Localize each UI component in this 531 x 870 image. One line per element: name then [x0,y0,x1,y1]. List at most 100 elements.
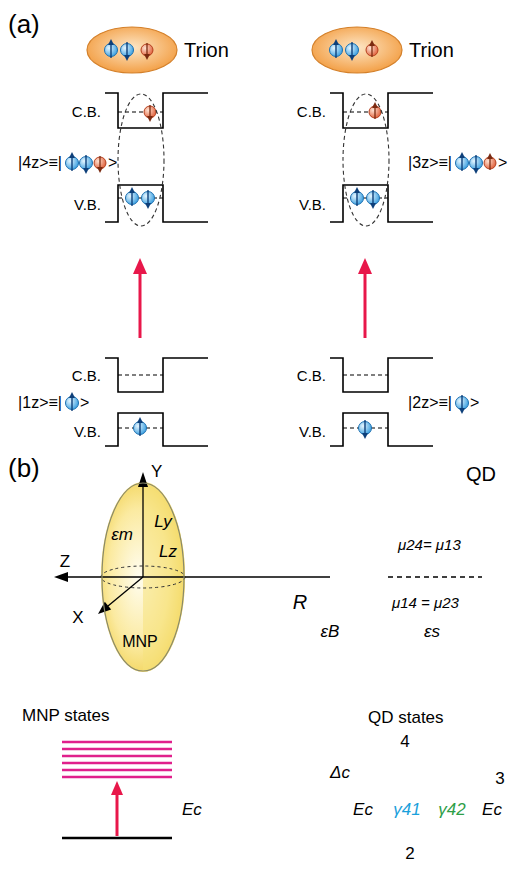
band-label: C.B. [72,368,101,383]
energy-label: Ec [182,801,202,818]
state-ket: |4z>≡| [18,155,62,171]
spin-symbol [351,187,364,206]
text-holder: Ly [154,513,172,531]
spin-symbol [456,152,469,171]
level-number: 2 [405,845,414,862]
node-outline [86,26,178,74]
dipole-label: μ14 = μ23 [392,595,459,610]
trion-outline-dashed [343,94,389,226]
state-ket: |1z>≡| [18,395,62,411]
trion-fill [87,27,402,73]
energy-level [62,762,172,765]
text-holder: γ42 [438,801,465,819]
node-outline [102,483,184,671]
plasmon-levels [62,742,172,777]
node-outline [87,27,177,73]
band-label: V.B. [74,197,101,212]
band-label: C.B. [72,104,101,119]
text-holder: Ec [482,801,502,819]
object-label: QD [466,464,496,484]
confined-level [118,374,163,375]
trion-outline-dashed [118,94,164,226]
node-label: Ly [154,513,172,530]
band-label: V.B. [299,424,326,439]
text-holder: Trion [184,40,229,61]
distance-label: R [293,592,307,612]
valence-band [105,413,208,446]
text-holder: γ41 [393,801,420,819]
state-ket: |3z>≡| [408,155,452,171]
axis-label: Z [60,553,70,570]
decay-rate: γ41 [393,801,420,818]
dipole-label: μ24= μ13 [398,537,461,552]
spin-symbol [144,105,156,122]
spin-symbol [367,190,380,209]
band-label: V.B. [74,424,101,439]
text-holder: C.B. [297,367,326,385]
text-holder: C.B. [72,367,101,385]
text-holder: QD states [368,709,444,727]
axis [54,472,482,614]
node-label: εm [111,526,133,543]
panel-label: (b) [8,455,40,481]
text-holder: 3 [495,770,504,788]
confined-level [118,375,388,428]
panel-label: (a) [8,11,40,37]
y-axis [142,486,143,577]
text-holder: QD [466,464,496,485]
energy-level [62,769,172,772]
energy-level [62,741,172,744]
state-ket: > [470,395,479,411]
excitation-arrow [139,272,142,338]
spin-symbol [66,392,79,411]
spin-symbol [94,156,106,173]
text-holder: (b) [8,455,40,481]
node-label: MNP [122,634,158,650]
quantum-dot-line [388,576,482,577]
spin-symbol [456,395,469,414]
arrow-head [54,572,68,582]
valence-band [105,185,208,222]
confined-level [343,374,388,375]
trion-fill [312,27,402,73]
spin-symbol [359,420,372,439]
spin-symbol [121,42,134,61]
text-holder: X [72,609,83,627]
state-ket: > [80,395,89,411]
text-holder: Y [151,463,162,481]
text-holder: Trion [409,40,454,61]
level-number: 4 [400,733,409,750]
band-diagram [105,358,433,446]
conduction-band [105,358,208,392]
arrow-head [138,472,148,487]
x-axis [108,577,143,606]
conduction-band [330,358,433,392]
text-holder: V.B. [299,423,326,441]
spin-symbol [484,153,496,170]
nanoparticle-ellipsoid: εm LyLzMNP [101,482,185,672]
spin-symbol [66,152,79,171]
spin-symbol [366,40,378,57]
trion-ellipse: Trion [311,26,403,74]
node-heading: Trion [184,40,229,60]
text-holder: MNP [122,633,158,651]
text-holder: V.B. [74,196,101,214]
spin-symbol [330,39,343,58]
ground-level [62,837,172,840]
text-holder: |1z>≡| [18,394,62,412]
arrow-head [111,781,123,795]
arrow-head [133,258,147,274]
energy-level [62,755,172,758]
z-axis [66,576,330,577]
text-holder: Lz [159,543,177,561]
spin-symbol [142,190,155,209]
text-holder: MNP states [22,707,110,725]
text-holder: μ24= μ13 [398,536,461,554]
trion-fill [87,27,177,73]
axis-label: X [72,609,83,626]
spin-symbol [470,155,483,174]
text-holder: C.B. [297,103,326,121]
arrow-head [358,258,372,274]
text-holder: 4 [400,733,409,751]
